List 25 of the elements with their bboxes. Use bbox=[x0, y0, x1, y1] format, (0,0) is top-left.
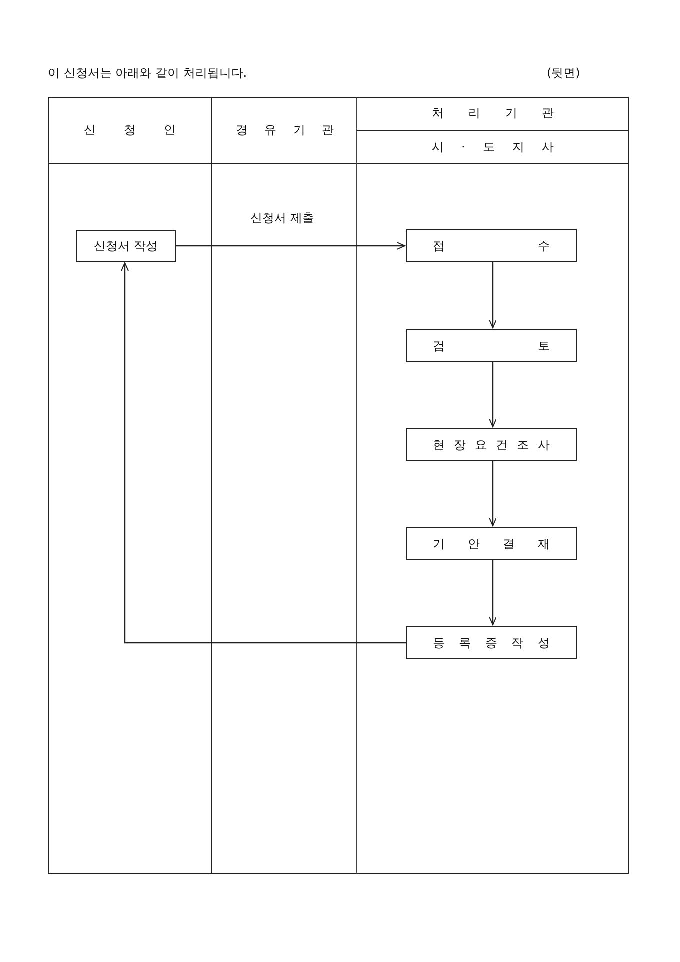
box-label: 검 토 bbox=[433, 338, 550, 354]
column-header: 시 · 도 지 사 bbox=[432, 139, 554, 155]
column-header: 신 청 인 bbox=[84, 122, 176, 138]
arrow bbox=[489, 362, 497, 428]
process-box bbox=[406, 527, 577, 560]
column-header: 경 유 기 관 bbox=[236, 122, 334, 138]
box-label: 등 록 증 작 성 bbox=[433, 634, 550, 650]
process-box bbox=[406, 626, 577, 659]
process-box bbox=[406, 329, 577, 362]
arrow bbox=[176, 242, 406, 250]
box-label: 기 안 결 재 bbox=[433, 536, 550, 552]
arrow bbox=[489, 262, 497, 328]
process-box bbox=[406, 428, 577, 461]
arrow bbox=[489, 461, 497, 526]
process-box bbox=[406, 229, 577, 262]
column-header: 처 리 기 관 bbox=[432, 105, 554, 121]
note-text: 이 신청서는 아래와 같이 처리됩니다. bbox=[48, 65, 248, 81]
box-label: 신청서 작성 bbox=[93, 238, 159, 254]
page-side-note: (뒷면) bbox=[547, 65, 582, 81]
box-label: 현 장 요 건 조 사 bbox=[433, 436, 550, 452]
edge-label: 신청서 제출 bbox=[248, 210, 316, 226]
arrow bbox=[489, 560, 497, 626]
arrow bbox=[121, 262, 406, 644]
box-label: 접 수 bbox=[433, 238, 550, 254]
process-box bbox=[76, 230, 176, 262]
